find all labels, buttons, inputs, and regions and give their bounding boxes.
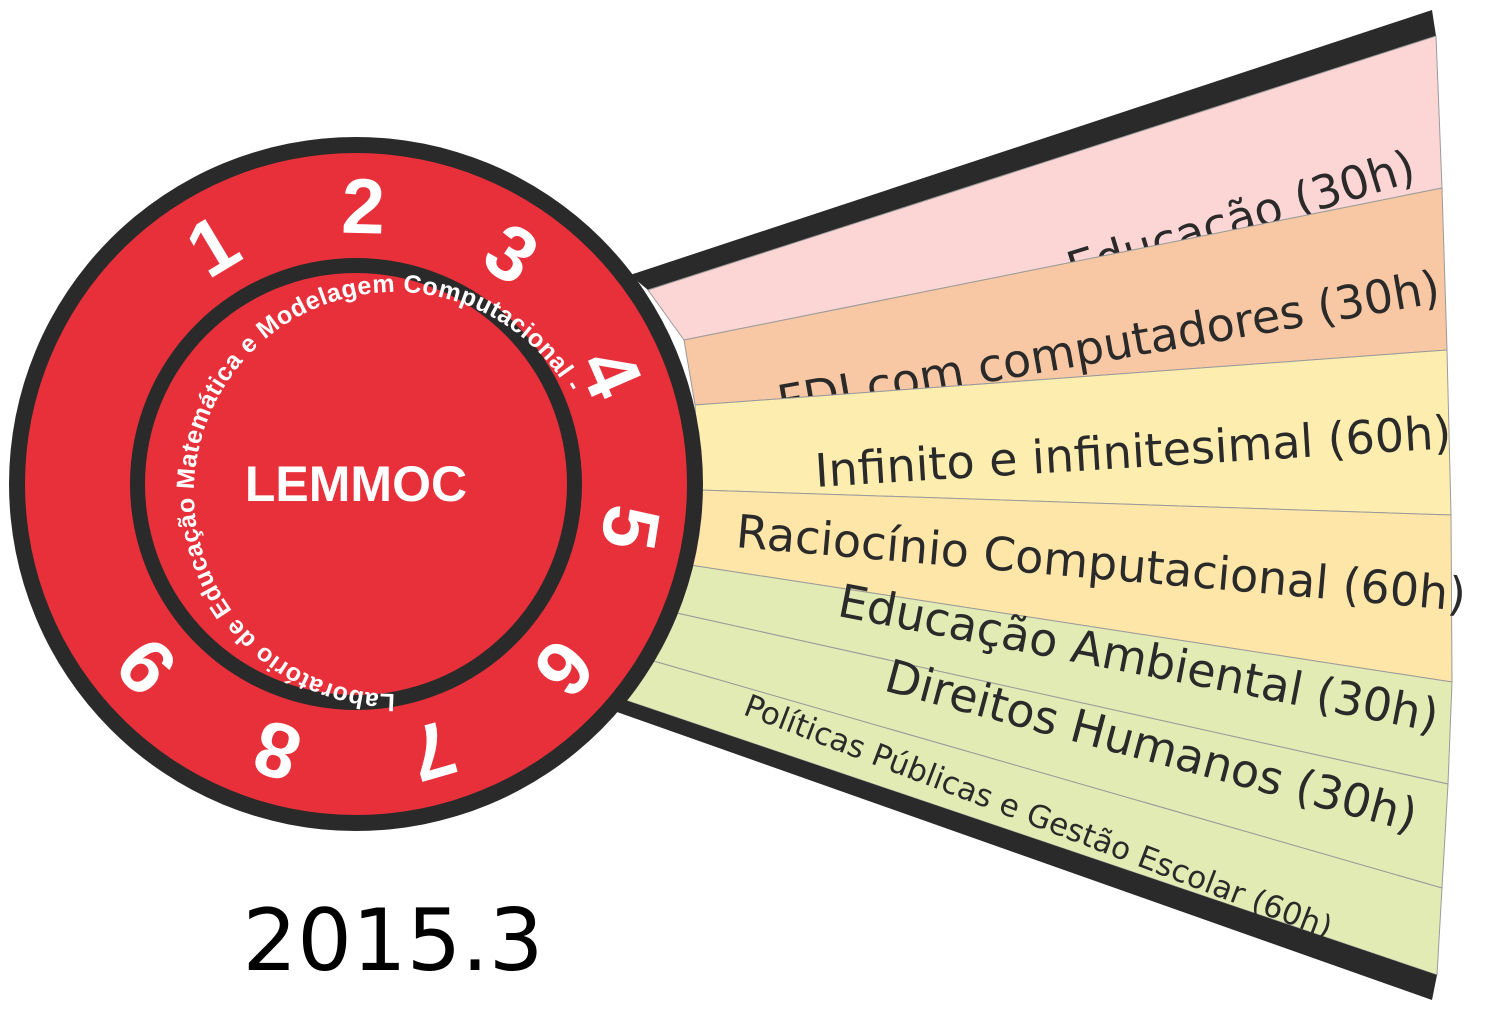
logo-center-label: LEMMOC [245,456,467,512]
lemmoc-logo: Laboratório de Educação Matemática e Mod… [9,137,703,831]
fan-top-border [630,10,1436,290]
year-label: 2015.3 [243,891,544,991]
ring-number-2: 2 [340,162,386,251]
course-fan: Prática em Educação (30h) FDI com comput… [600,10,1468,1000]
logo-inner-disc [145,273,567,695]
fan-bottom-border [600,700,1437,1000]
